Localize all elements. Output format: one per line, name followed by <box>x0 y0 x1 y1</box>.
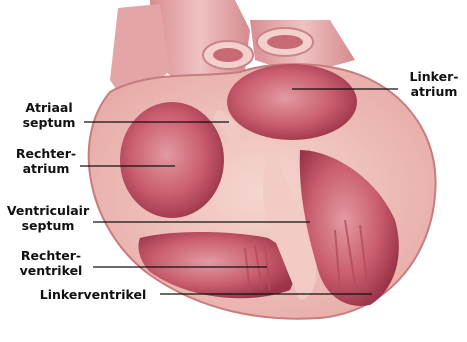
right-atrium-chamber <box>120 102 224 218</box>
label-linkerventrikel: Linkerventrikel <box>28 287 158 302</box>
label-rechteratrium: Rechter- atrium <box>12 146 80 176</box>
label-ventriculair-septum: Ventriculair septum <box>2 203 94 233</box>
pulmonary-valve-opening <box>267 35 303 49</box>
label-linkeratrium: Linker- atrium <box>404 69 464 99</box>
label-rechterventrikel: Rechter- ventrikel <box>12 248 90 278</box>
left-atrium-chamber <box>227 64 357 140</box>
label-atriaal-septum: Atriaal septum <box>14 100 84 130</box>
aortic-valve-opening <box>213 48 243 62</box>
